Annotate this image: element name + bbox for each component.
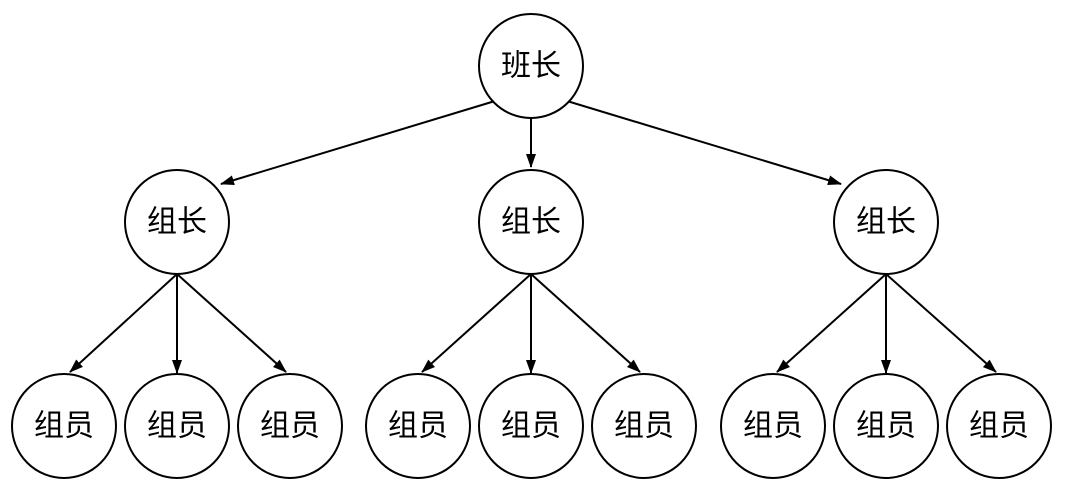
edge-leader-3-to-member-3: [885, 273, 997, 373]
edges-layer: [69, 100, 997, 374]
node-circle: [478, 13, 584, 119]
node-group-leader-2: 组长: [478, 169, 584, 275]
edge-leader-3-to-member-1: [776, 273, 887, 373]
nodes-layer: 班长 组长 组长 组长 组员 组员 组员: [11, 13, 1052, 479]
node-class-monitor: 班长: [478, 13, 584, 119]
node-group-leader-3: 组长: [833, 169, 939, 275]
node-label: 组长: [147, 205, 207, 240]
node-circle: [237, 373, 343, 479]
edge-leader-1-to-member-1: [69, 273, 178, 373]
node-label: 组员: [969, 409, 1029, 444]
node-circle: [365, 373, 471, 479]
node-circle: [478, 169, 584, 275]
node-circle: [833, 169, 939, 275]
edge-leader-1-to-member-3: [176, 273, 287, 373]
node-label: 班长: [501, 49, 561, 84]
node-label: 组长: [856, 205, 916, 240]
node-circle: [11, 373, 117, 479]
node-label: 组员: [743, 409, 803, 444]
node-circle: [124, 373, 230, 479]
node-label: 组员: [388, 409, 448, 444]
node-member-3-2: 组员: [833, 373, 939, 479]
node-circle: [720, 373, 826, 479]
node-member-2-1: 组员: [365, 373, 471, 479]
node-member-1-3: 组员: [237, 373, 343, 479]
edge-root-to-leader-3: [566, 100, 842, 186]
node-member-3-1: 组员: [720, 373, 826, 479]
edge-leader-2-to-member-3: [530, 273, 641, 373]
node-circle: [124, 169, 230, 275]
node-group-leader-1: 组长: [124, 169, 230, 275]
node-member-1-1: 组员: [11, 373, 117, 479]
node-label: 组员: [34, 409, 94, 444]
node-circle: [478, 373, 584, 479]
node-circle: [591, 373, 697, 479]
node-label: 组员: [147, 409, 207, 444]
node-member-2-2: 组员: [478, 373, 584, 479]
node-member-3-3: 组员: [946, 373, 1052, 479]
node-circle: [833, 373, 939, 479]
node-label: 组员: [260, 409, 320, 444]
node-member-1-2: 组员: [124, 373, 230, 479]
edge-leader-2-to-member-1: [421, 273, 532, 373]
node-label: 组员: [614, 409, 674, 444]
node-circle: [946, 373, 1052, 479]
node-member-2-3: 组员: [591, 373, 697, 479]
node-label: 组长: [501, 205, 561, 240]
node-label: 组员: [501, 409, 561, 444]
edge-root-to-leader-1: [220, 100, 496, 186]
node-label: 组员: [856, 409, 916, 444]
